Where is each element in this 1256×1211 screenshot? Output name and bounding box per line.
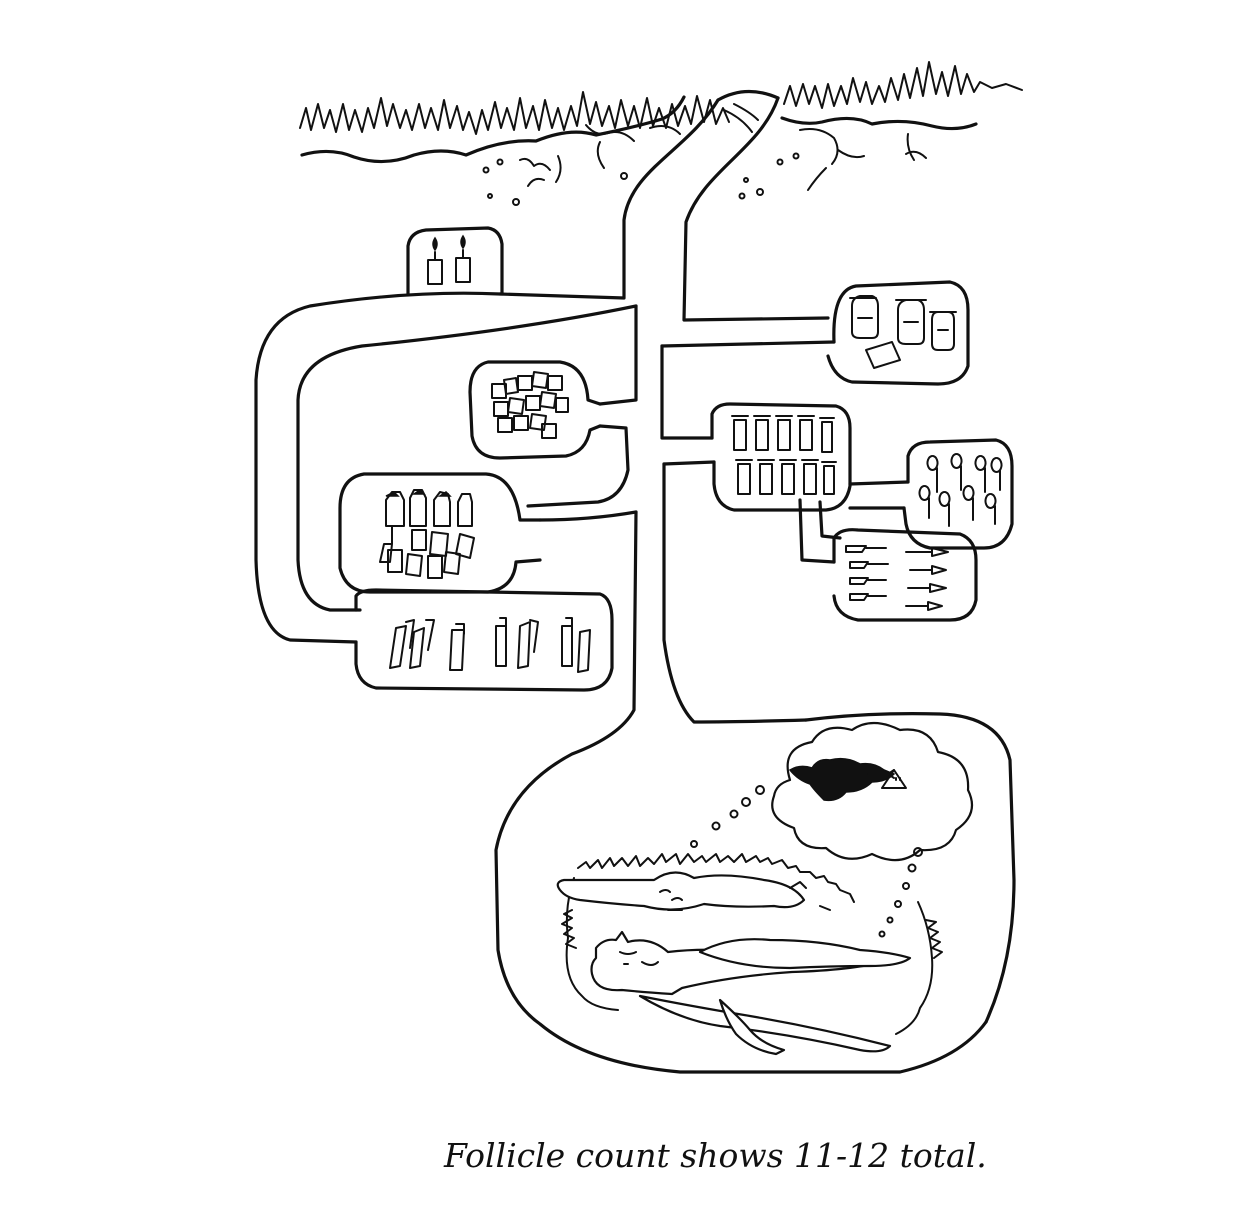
block-chamber bbox=[468, 360, 602, 460]
jar-chamber bbox=[826, 280, 970, 386]
burrow-illustration bbox=[254, 61, 1023, 1074]
grass-surface bbox=[299, 61, 1023, 164]
spoon-chamber bbox=[902, 438, 1014, 550]
cartoon-caption: Follicle count shows 11-12 total. bbox=[444, 1136, 987, 1175]
candle-chamber bbox=[406, 226, 504, 296]
sleeping-foxes-nest bbox=[556, 853, 943, 1056]
tube-chamber bbox=[710, 402, 852, 512]
tool-chamber bbox=[354, 588, 614, 692]
dream-bubble bbox=[690, 721, 974, 938]
soil-specks bbox=[482, 124, 927, 206]
burrow-tunnels bbox=[254, 89, 1016, 1074]
bottle-chamber bbox=[338, 472, 542, 594]
knife-chamber bbox=[832, 528, 978, 622]
